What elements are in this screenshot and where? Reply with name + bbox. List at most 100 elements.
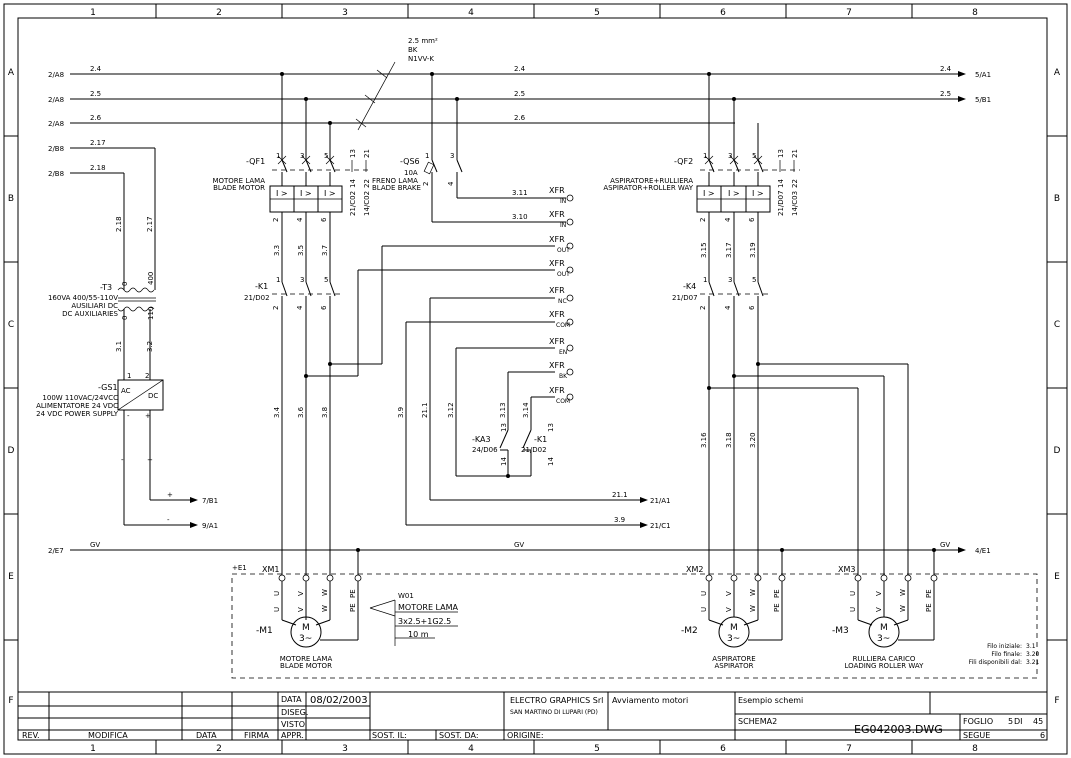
return-ref: 21/C1 xyxy=(650,522,671,530)
ps-out-ref: 7/B1 xyxy=(202,497,218,505)
column-marker: 1 xyxy=(90,8,96,18)
motor-pin: PE xyxy=(773,603,781,612)
wire-number: 3.16 xyxy=(700,432,708,448)
transformer-wire-out: 3.1 xyxy=(115,341,123,352)
ka3-ref: 24/D06 xyxy=(472,446,498,454)
motor-pin: U xyxy=(273,607,281,612)
contact-pin: 14 xyxy=(547,457,555,466)
wire-info-label: Filo iniziale: xyxy=(987,643,1022,650)
qf1-pin: 1 xyxy=(276,152,280,160)
ps-out-sign: - xyxy=(167,516,170,524)
tb-sheet: 5 xyxy=(1008,717,1013,726)
xm-pin: W xyxy=(899,589,907,596)
title-block-text: REV. MODIFICA DATA FIRMA DATA 08/02/2003… xyxy=(22,695,1045,740)
xm1-tag: XM1 xyxy=(262,565,279,574)
row-marker: A xyxy=(1054,68,1061,78)
m2-name: ASPIRATORE xyxy=(712,655,755,663)
return-wire: 21.1 xyxy=(612,491,628,499)
qs6-pin: 1 xyxy=(425,152,429,160)
box-tag: +E1 xyxy=(232,564,247,572)
xfr-labels: -QS6 10A 1 3 2 4 3.11 3.10 XFR IN XFR IN… xyxy=(397,152,671,530)
title-block xyxy=(18,691,1047,740)
row-marker: B xyxy=(1054,194,1060,204)
motor-pin: U xyxy=(700,607,708,612)
ps-pin: 1 xyxy=(127,372,131,380)
qf1-name: MOTORE LAMA xyxy=(212,177,265,185)
xfr-sub: OUT xyxy=(557,247,570,254)
qs6-rating: 10A xyxy=(404,169,418,177)
xfr-sub: COM xyxy=(556,398,570,405)
k1-pin: 1 xyxy=(276,276,280,284)
cable-length: 10 m xyxy=(408,630,429,639)
gv-wire: GV xyxy=(90,541,100,549)
wire-number: 3.3 xyxy=(273,245,281,256)
transformer-spec: DC AUXILIARIES xyxy=(62,310,118,318)
wire-number: 3.18 xyxy=(725,432,733,448)
cable-section: 2.5 mm² xyxy=(408,37,438,45)
tb-data: DATA xyxy=(196,731,217,740)
tb-data-label: DATA xyxy=(281,695,302,704)
power-supply-spec: 100W 110VAC/24VCC xyxy=(42,394,118,402)
ps-ac-label: AC xyxy=(121,387,131,395)
xfr-label: XFR xyxy=(549,235,565,244)
row-marker: B xyxy=(8,194,14,204)
tb-modifica: MODIFICA xyxy=(88,731,128,740)
xfr-sub: IN xyxy=(560,198,566,205)
qf2-trip: I > xyxy=(752,189,764,198)
ps-minus: - xyxy=(127,412,130,420)
return-ref: 21/A1 xyxy=(650,497,671,505)
wire-info-value: 3.20 xyxy=(1026,651,1040,658)
cable-color: BK xyxy=(408,46,418,54)
tb-sost-da: SOST. DA: xyxy=(439,731,479,740)
xm3-tag: XM3 xyxy=(838,565,855,574)
xm2-tag: XM2 xyxy=(686,565,703,574)
xm-pin: W xyxy=(321,589,329,596)
contact-pin: 13 xyxy=(547,423,555,432)
xfr-label: XFR xyxy=(549,210,565,219)
bus-wire-number: 2.5 xyxy=(940,90,951,98)
column-marker: 7 xyxy=(846,8,852,18)
contact-pin: 13 xyxy=(500,423,508,432)
qf2-pin: 1 xyxy=(703,152,707,160)
qf2-name: ASPIRATORE+RULLIERA xyxy=(610,177,693,185)
brake-label: FRENO LAMA xyxy=(372,177,418,185)
qs6-pin: 3 xyxy=(450,152,454,160)
ps-out-ref: 9/A1 xyxy=(202,522,218,530)
column-marker: 3 xyxy=(342,8,348,18)
motor-pin: U xyxy=(849,607,857,612)
gv-wire: GV xyxy=(940,541,950,549)
k4-pin: 6 xyxy=(748,305,756,310)
column-marker: 7 xyxy=(846,744,852,754)
row-marker: C xyxy=(1054,320,1060,330)
m3-name: RULLIERA CARICO xyxy=(853,655,916,663)
m2-symbol: M xyxy=(730,623,738,633)
wire-number: 3.20 xyxy=(749,432,757,448)
qf2-aux-ref: 14/C03 xyxy=(791,191,799,216)
wire-info: Filo iniziale: 3.1 Filo finale: 3.20 Fil… xyxy=(969,643,1040,666)
qf2-pin: 5 xyxy=(752,152,756,160)
tb-firma: FIRMA xyxy=(244,731,269,740)
wire-number: 21.1 xyxy=(421,402,429,418)
cable-labels: W01 MOTORE LAMA 3x2.5+1G2.5 10 m xyxy=(398,592,459,639)
qf1-name: BLADE MOTOR xyxy=(213,184,265,192)
qf2-pin: 4 xyxy=(724,217,732,222)
motor-pin: W xyxy=(321,605,329,612)
power-supply-tag: -GS1 xyxy=(98,383,118,392)
aux-circuit xyxy=(70,147,198,528)
motor-pin: W xyxy=(749,605,757,612)
qf2-tag: -QF2 xyxy=(674,157,693,166)
xfr-sub: EN xyxy=(559,349,567,356)
transformer-sec-pin: 110 xyxy=(147,307,155,320)
gv-wire: GV xyxy=(514,541,524,549)
xm-pin: V xyxy=(297,591,305,596)
column-markers: 1 2 3 4 5 6 7 8 1 2 3 4 5 6 7 8 xyxy=(90,8,978,754)
xfr-wire-number: 3.10 xyxy=(512,213,528,221)
m1-tag: -M1 xyxy=(256,626,273,636)
aux-labels: 2/B8 2/B8 2.17 2.18 2.18 2.17 0 400 0 11… xyxy=(36,139,218,530)
transformer-sec-pin: 0 xyxy=(121,316,129,320)
gv-labels: 2/E7 GV GV GV 4/E1 xyxy=(48,541,991,555)
bus-wire-number: 2.4 xyxy=(940,65,952,73)
cable-type: N1VV-K xyxy=(408,55,434,63)
wire-info-value: 3.21 xyxy=(1026,659,1040,666)
xm-pin: V xyxy=(725,591,733,596)
